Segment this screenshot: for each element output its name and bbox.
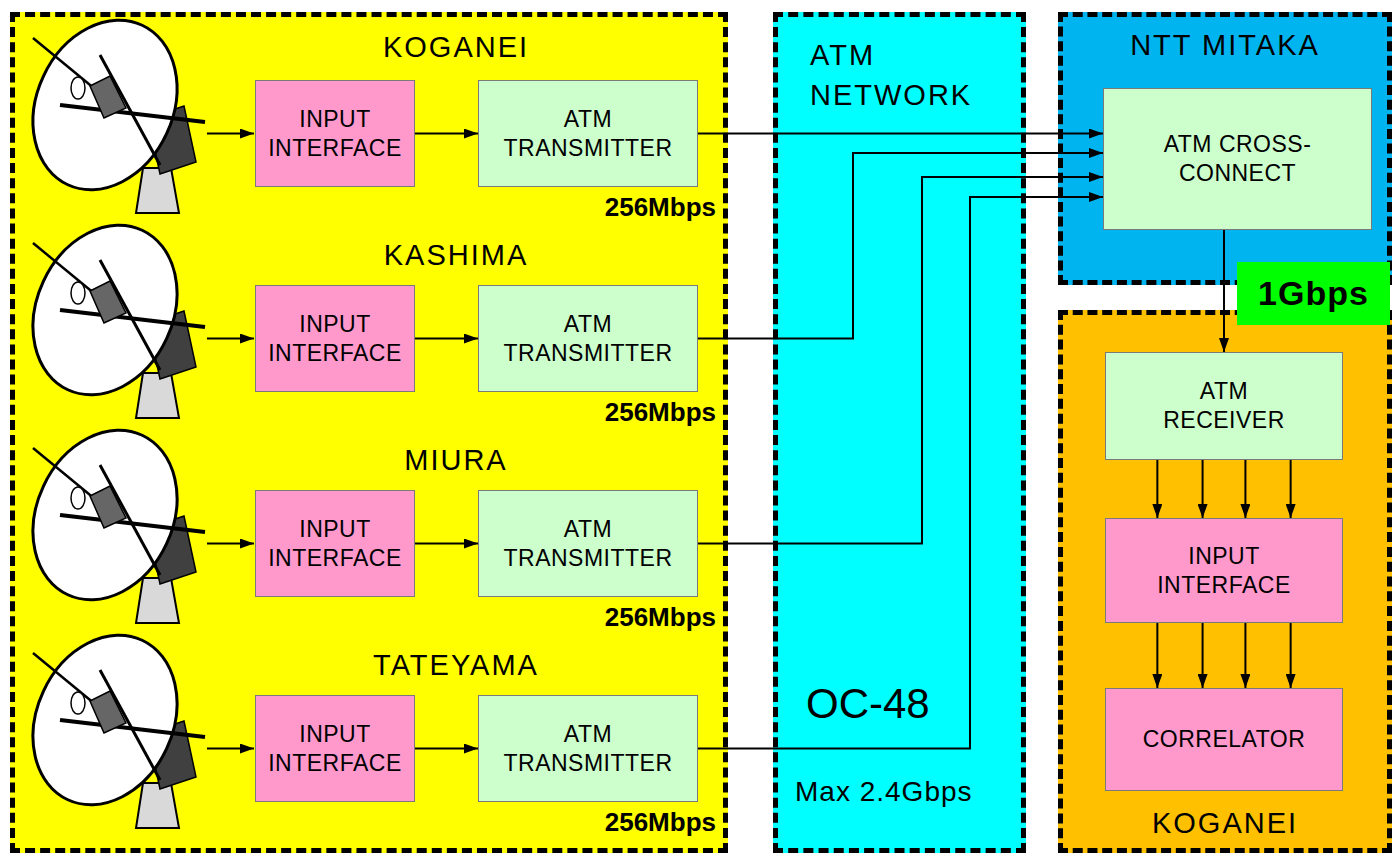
equipment-box: ATM RECEIVER (1105, 352, 1343, 460)
equipment-box: INPUT INTERFACE (255, 695, 415, 802)
connector (698, 133, 1103, 135)
region-label: 256Mbps (605, 602, 716, 633)
signal-arrow (207, 543, 254, 545)
connector (698, 177, 1103, 544)
connector (415, 543, 478, 545)
connector (1290, 623, 1292, 688)
box-label: INPUT INTERFACE (265, 105, 405, 163)
connector (698, 197, 1103, 749)
region-label: TATEYAMA (373, 648, 539, 683)
equipment-box: ATM TRANSMITTER (478, 695, 698, 802)
box-label: INPUT INTERFACE (1154, 542, 1294, 600)
connector (415, 748, 478, 750)
region-label: MIURA (404, 443, 507, 478)
region-label: OC-48 (806, 680, 930, 728)
signal-arrow (207, 748, 254, 750)
antenna-dish (6, 407, 205, 624)
box-label: ATM TRANSMITTER (493, 515, 683, 573)
equipment-box: INPUT INTERFACE (255, 285, 415, 392)
connector (698, 153, 1103, 339)
signal-arrow (207, 133, 254, 135)
region-label: ATM NETWORK (810, 35, 985, 115)
connector (1202, 460, 1204, 518)
antenna-dish (6, 612, 205, 829)
connector (1244, 460, 1246, 518)
box-label: ATM RECEIVER (1154, 377, 1294, 435)
equipment-box: ATM CROSS-CONNECT (1103, 88, 1372, 230)
equipment-box: ATM TRANSMITTER (478, 490, 698, 597)
site-region: NTT MITAKA ATM CROSS-CONNECT (1058, 12, 1392, 285)
box-label: ATM TRANSMITTER (493, 105, 683, 163)
signal-arrow (207, 338, 254, 340)
region-label: KOGANEI (383, 30, 529, 65)
connector (1202, 623, 1204, 688)
bandwidth-tag: 1Gbps (1237, 262, 1390, 325)
connector (1244, 623, 1246, 688)
equipment-box: ATM TRANSMITTER (478, 80, 698, 187)
box-label: INPUT INTERFACE (265, 515, 405, 573)
site-region: ATM NETWORK OC-48Max 2.4Gbps (773, 12, 1026, 853)
box-label: CORRELATOR (1143, 725, 1306, 754)
equipment-box: ATM TRANSMITTER (478, 285, 698, 392)
equipment-box: INPUT INTERFACE (255, 80, 415, 187)
connector (415, 133, 478, 135)
connector (1290, 460, 1292, 518)
connector (1156, 623, 1158, 688)
connector (1156, 460, 1158, 518)
edge-label: 1Gbps (1258, 274, 1369, 313)
equipment-box: CORRELATOR (1105, 688, 1343, 791)
site-region: KOGANEI256MbpsKASHIMA256MbpsMIURA256Mbps… (10, 12, 728, 853)
region-label: Max 2.4Gbps (795, 775, 973, 809)
equipment-box: INPUT INTERFACE (255, 490, 415, 597)
region-label: NTT MITAKA (1130, 28, 1320, 63)
site-region: KOGANEI ATM RECEIVER INPUT INTERFACE CORREL… (1058, 310, 1392, 853)
box-label: ATM TRANSMITTER (493, 310, 683, 368)
connector (415, 338, 478, 340)
region-label: KASHIMA (384, 238, 529, 273)
antenna-dish (6, 202, 205, 419)
connector (1223, 230, 1225, 352)
box-label: ATM CROSS-CONNECT (1118, 130, 1358, 188)
region-label: 256Mbps (605, 807, 716, 838)
box-label: INPUT INTERFACE (265, 310, 405, 368)
region-label: 256Mbps (605, 192, 716, 223)
region-label: 256Mbps (605, 397, 716, 428)
box-label: INPUT INTERFACE (265, 720, 405, 778)
region-label: KOGANEI (1152, 806, 1298, 841)
box-label: ATM TRANSMITTER (493, 720, 683, 778)
equipment-box: INPUT INTERFACE (1105, 518, 1343, 623)
antenna-dish (6, 0, 205, 213)
